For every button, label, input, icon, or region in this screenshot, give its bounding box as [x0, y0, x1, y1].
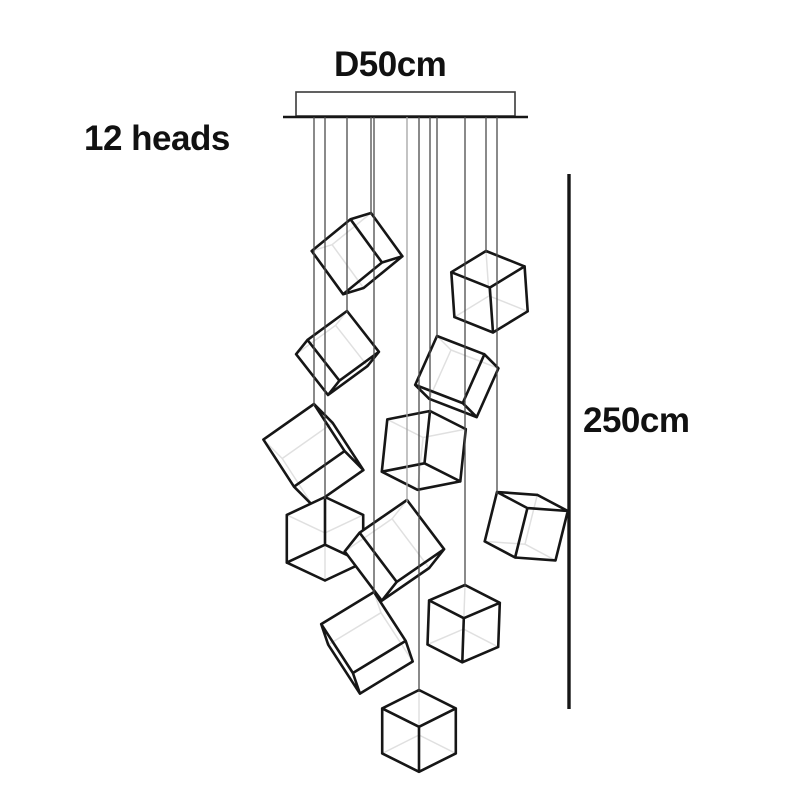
cube-face: [497, 492, 568, 512]
cube-face: [381, 463, 461, 490]
cube-face: [462, 602, 500, 663]
cube-face: [321, 624, 360, 694]
cube-visible-edges: [343, 498, 446, 602]
pendant-cube-6: [380, 409, 468, 492]
pendant-cube-12: [380, 688, 458, 774]
cube-face: [415, 336, 485, 404]
cube-face: [263, 404, 345, 487]
cube-visible-edges: [319, 590, 414, 695]
ceiling-plate: [295, 91, 516, 117]
pendant-cube-5: [262, 402, 365, 507]
cube-face: [359, 500, 445, 582]
pendant-cube-3: [294, 309, 381, 397]
pendant-cube-9: [483, 490, 570, 562]
cube-face: [381, 411, 430, 472]
cube-visible-edges: [380, 409, 468, 492]
cube-face: [314, 404, 364, 471]
cube-visible-edges: [483, 490, 570, 562]
cube-visible-edges: [294, 309, 381, 397]
cube-visible-edges: [413, 334, 500, 419]
cube-face: [294, 451, 364, 506]
cube-face: [382, 708, 419, 772]
heads-count-label: 12 heads: [84, 119, 230, 158]
cube-face: [462, 354, 499, 418]
drop-height-label: 250cm: [583, 401, 690, 440]
cube-face: [424, 411, 466, 482]
cube-face: [350, 213, 403, 263]
cube-face: [451, 272, 493, 333]
pendant-cube-10: [319, 590, 414, 695]
cube-face: [515, 508, 568, 561]
cube-face: [419, 708, 456, 772]
cube-visible-edges: [450, 249, 529, 334]
diameter-label: D50cm: [334, 45, 447, 84]
cube-visible-edges: [426, 583, 502, 664]
cube-face: [352, 640, 413, 694]
pendant-cube-11: [426, 583, 502, 664]
cube-visible-edges: [310, 211, 404, 296]
pendant-cube-4: [413, 334, 500, 419]
cube-visible-edges: [262, 402, 365, 507]
pendant-cube-8: [343, 498, 446, 602]
cube-face: [286, 497, 325, 563]
cube-face: [427, 600, 464, 663]
cube-face: [343, 256, 403, 295]
pendant-cube-7: [285, 495, 365, 582]
cube-face: [484, 492, 528, 558]
cube-face: [296, 339, 340, 395]
pendant-cube-2: [450, 249, 529, 334]
cube-visible-edges: [380, 688, 458, 774]
cube-face: [344, 532, 397, 601]
cube-face: [381, 549, 445, 601]
